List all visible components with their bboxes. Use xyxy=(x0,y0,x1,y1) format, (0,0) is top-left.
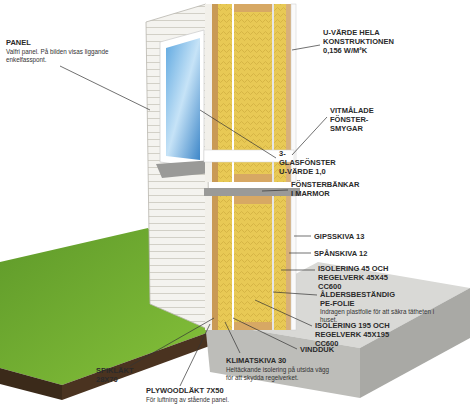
part-name: VITMÅLADE FÖNSTER-SMYGAR xyxy=(330,106,392,133)
part-name: ÅLDERSBESTÄNDIG PE-FOLIE xyxy=(320,290,400,308)
part-name: SPÅNSKIVA 12 xyxy=(314,249,394,258)
part-name: VINDDUK xyxy=(300,345,360,354)
note: Heltäckande isolering på utsida vägg för… xyxy=(226,366,336,381)
part-name: 3-GLASFÖNSTER U-VÄRDE 1,0 xyxy=(279,149,341,176)
foundation-side xyxy=(360,288,470,398)
note: För luftning av stående panel. xyxy=(146,396,266,404)
note: Indragen plastfolie för att säkra täthet… xyxy=(320,308,440,323)
part-name: SPIKLÄKT 28X70 xyxy=(96,366,132,384)
window-glass xyxy=(166,38,200,160)
part-name: KLIMATSKIVA 30 xyxy=(226,356,306,365)
note: Valfri panel. På bilden visas liggande e… xyxy=(6,48,118,63)
part-name: PANEL xyxy=(6,38,66,47)
part-name: CC600 xyxy=(318,282,378,291)
window-frame xyxy=(160,30,204,168)
lower-section xyxy=(204,188,300,330)
part-name: ISOLERING 45 OCH REGELVERK 45X45 xyxy=(318,264,418,282)
part-name: PLYWOODLÄKT 7X50 xyxy=(146,386,226,395)
part-name: FÖNSTERBÄNKAR I MARMOR xyxy=(291,180,353,198)
soil xyxy=(0,368,62,400)
leader-lines xyxy=(60,45,327,386)
part-name: U-VÄRDE HELA KONSTRUKTIONEN 0,156 W/M²K xyxy=(323,28,413,55)
part-name: GIPSSKIVA 13 xyxy=(314,232,394,241)
part-name: ISOLERING 195 OCH REGELVERK 45X195 CC600 xyxy=(315,321,411,348)
